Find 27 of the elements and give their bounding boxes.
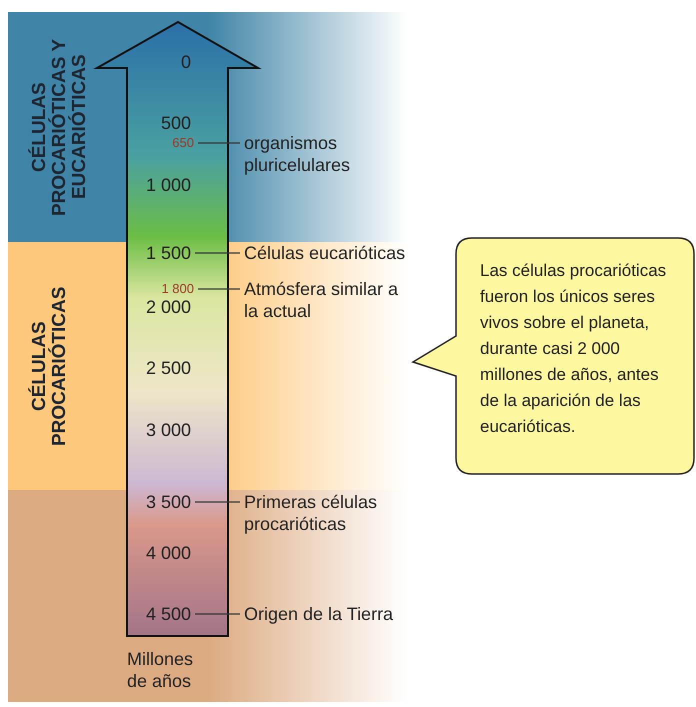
leader-line: [198, 288, 240, 290]
year-number: 3 000: [144, 420, 191, 440]
leader-line: [195, 501, 240, 503]
callout-text: Las células procarióticas fueron los únicos seres vivos sobre el planeta, durante casi 2 000 millones de años, antes de la aparición de las eucarióticas.: [480, 260, 668, 438]
year-number: 1 800: [114, 279, 194, 299]
year-number: 650: [114, 133, 194, 153]
leader-line: [195, 252, 240, 254]
event-label: Primeras células procarióticas: [244, 491, 408, 535]
event-label: organismos pluricelulares: [244, 132, 408, 176]
leader-line: [198, 142, 240, 144]
band-title: CÉLULAS PROCARIÓTICAS Y EUCARIÓTICAS: [30, 38, 91, 218]
year-number: 0: [180, 52, 191, 72]
axis-caption: Millones de años: [127, 648, 194, 692]
speech-bubble: [410, 236, 696, 476]
year-number: 1 000: [144, 175, 191, 195]
year-number: 4 500: [111, 604, 191, 624]
event-label: Células eucarióticas: [244, 242, 406, 264]
year-number: 1 500: [111, 243, 191, 263]
band-title: CÉLULAS PROCARIÓTICAS: [30, 285, 71, 448]
year-number: 2 500: [144, 358, 191, 378]
year-number: 3 500: [111, 492, 191, 512]
year-number: 2 000: [144, 297, 191, 317]
year-number: 4 000: [144, 543, 191, 563]
year-number: 500: [160, 113, 191, 133]
leader-line: [195, 613, 240, 615]
event-label: Atmósfera similar a la actual: [244, 278, 408, 322]
event-label: Origen de la Tierra: [244, 603, 394, 625]
